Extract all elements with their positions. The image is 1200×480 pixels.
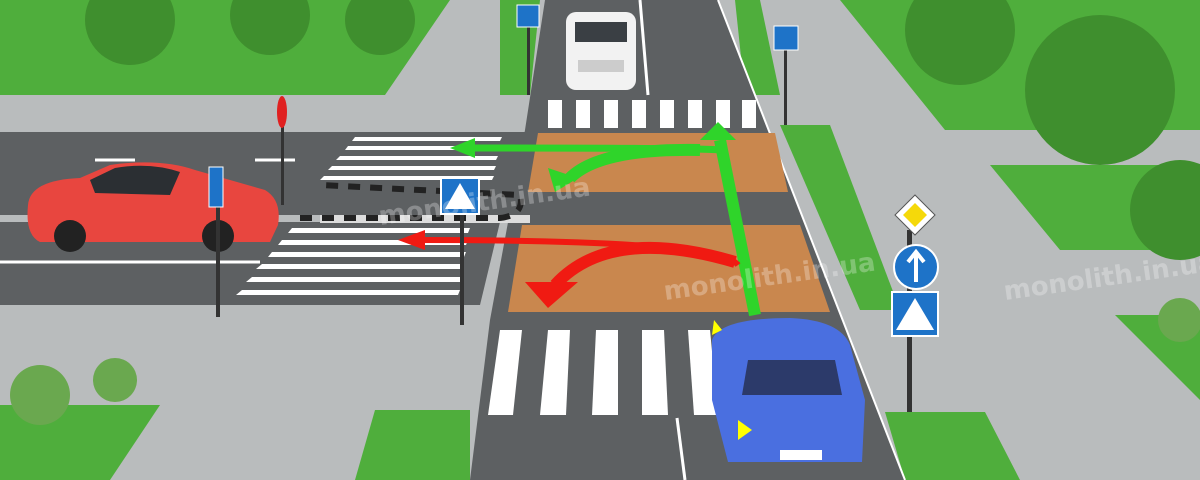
blue-car [712, 318, 865, 462]
curb [300, 182, 524, 221]
median-island [320, 215, 530, 223]
pedestrian-crossing-sign-top [516, 4, 540, 95]
pedestrian-crossing-sign-center [440, 177, 480, 325]
pedestrian-crossing-sign-left [208, 166, 224, 317]
trees [10, 0, 1200, 425]
red-arrow [419, 237, 741, 290]
green-arrow [469, 138, 761, 317]
main-road-sign [903, 203, 927, 227]
pedestrian-crossing-sign-top-right [773, 25, 799, 125]
lane-markings [0, 0, 906, 480]
red-arrowheads [398, 230, 578, 308]
right-sign-pole [891, 194, 939, 412]
green-arrowheads [450, 122, 736, 192]
no-entry-sign [277, 96, 287, 205]
crosswalk-top [548, 100, 756, 128]
white-car [566, 12, 636, 90]
crosswalk-bottom [488, 330, 718, 415]
